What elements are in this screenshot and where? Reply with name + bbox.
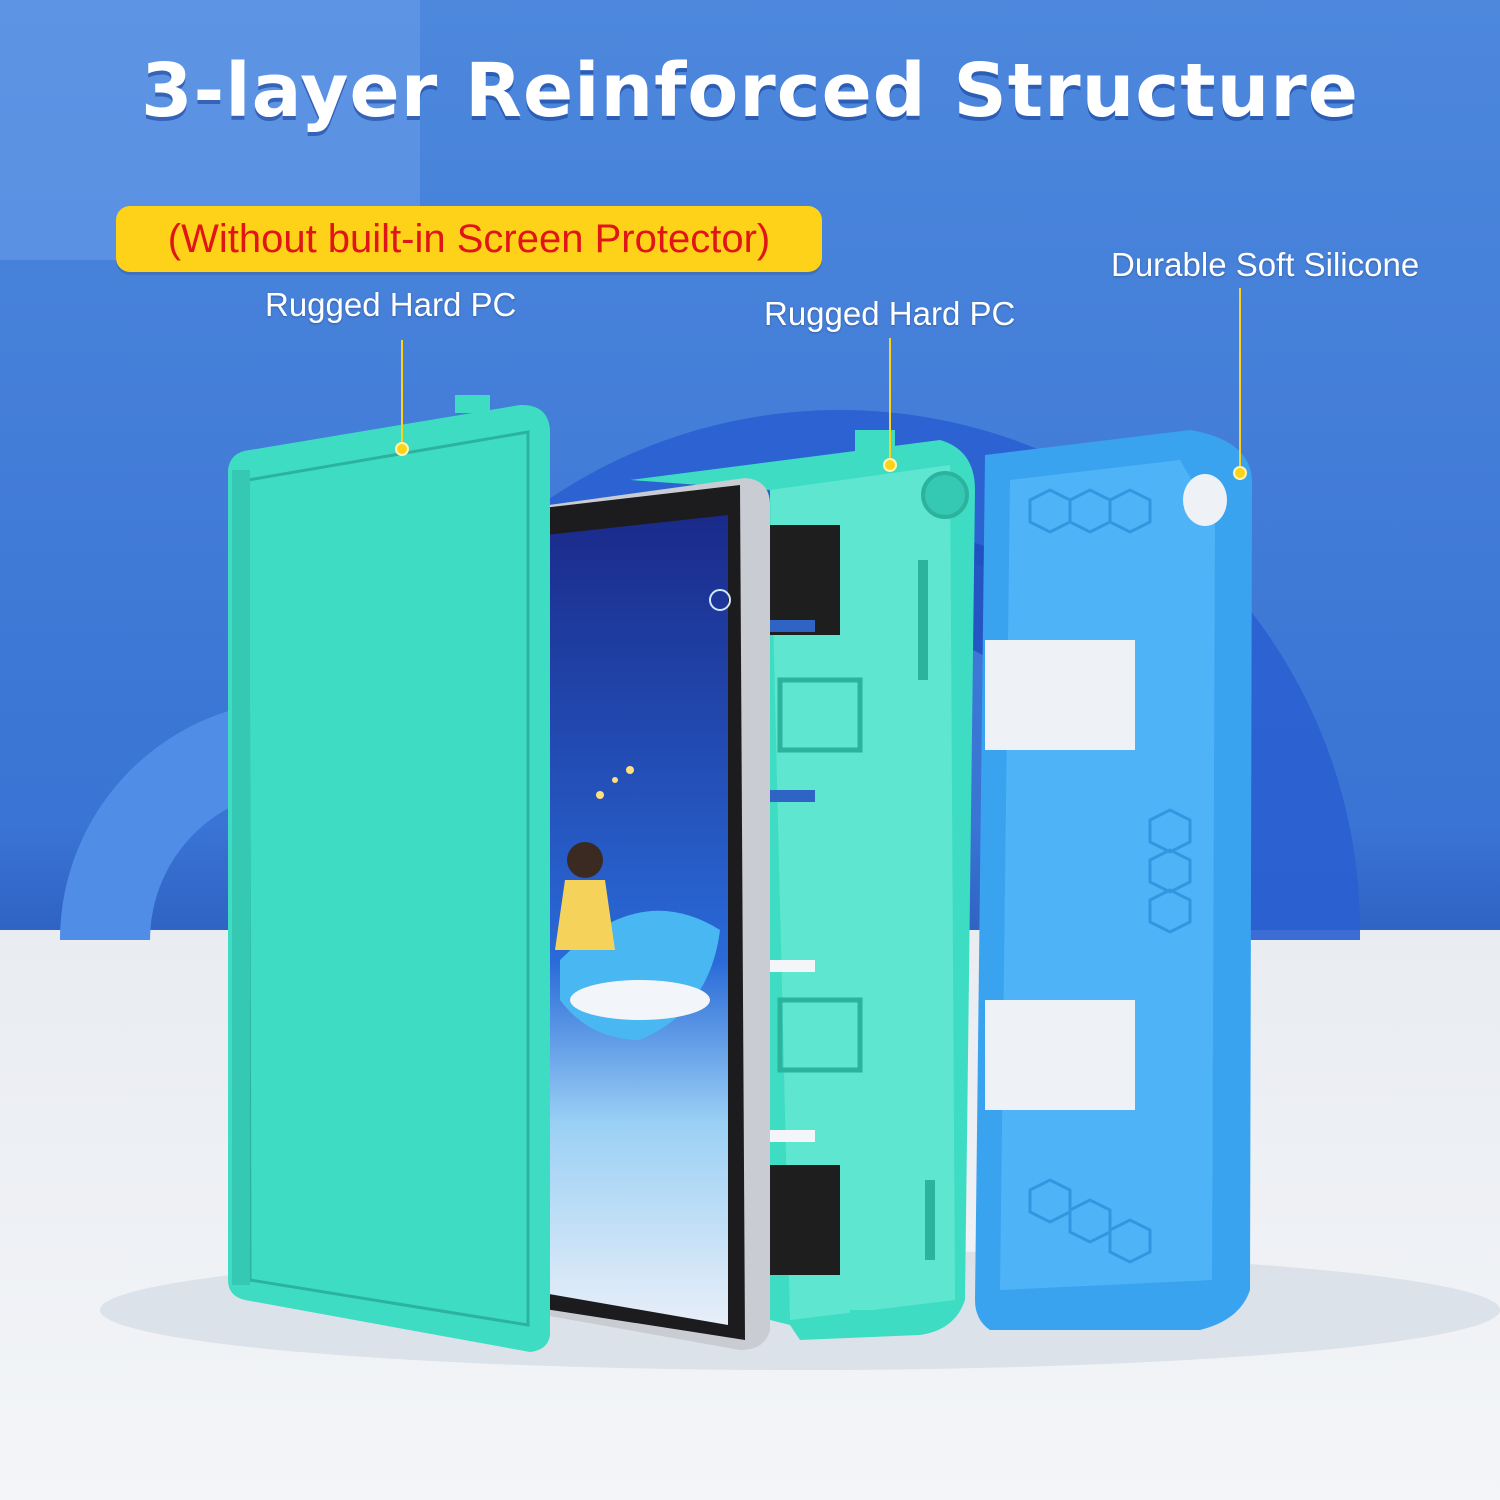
leader-front-frame [401,340,403,445]
headline-title: 3-layer Reinforced Structure [141,48,1359,134]
callout-back-shell: Rugged Hard PC [764,295,1016,332]
leader-silicone [1239,288,1241,468]
callout-silicone: Durable Soft Silicone [1111,246,1420,283]
marker-back-shell [883,458,897,472]
notice-badge: (Without built-in Screen Protector) [116,206,822,272]
back-shell-layer [630,430,975,1340]
notice-text: (Without built-in Screen Protector) [167,216,771,261]
callout-front-frame: Rugged Hard PC [265,286,517,323]
marker-front-frame [395,442,409,456]
leader-back-shell [889,338,891,460]
marker-silicone [1233,466,1247,480]
silicone-layer [975,430,1252,1330]
front-frame-layer [228,395,550,1352]
